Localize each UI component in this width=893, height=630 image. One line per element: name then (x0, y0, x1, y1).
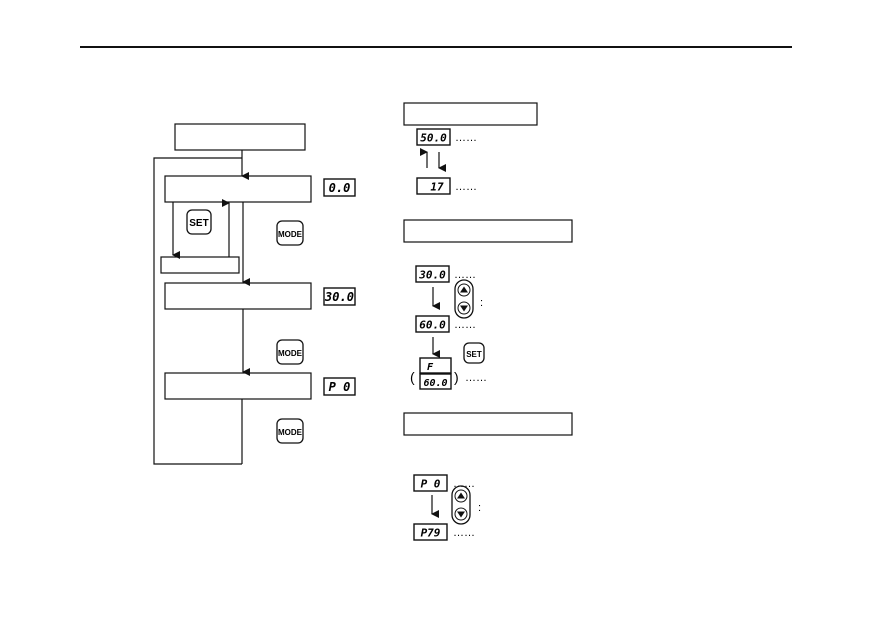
set-key[interactable]: SET (186, 209, 212, 235)
flow-box-2 (164, 282, 312, 310)
svg-text:P79: P79 (421, 527, 441, 540)
section-box-1 (403, 102, 538, 126)
lcd-r2-stack: F 60.0 (419, 357, 452, 390)
section-box-2 (403, 219, 573, 243)
colon: : (480, 297, 483, 309)
svg-text:30.0: 30.0 (418, 269, 446, 282)
section-box-3 (403, 412, 573, 436)
set-key-2[interactable]: SET (463, 342, 485, 364)
lcd-r2-top: 30.0 (415, 265, 450, 283)
lcd-r1-top: 50.0 (416, 128, 451, 146)
svg-text:50.0: 50.0 (420, 132, 447, 145)
dots: …… (455, 132, 477, 144)
flow-box-start (174, 123, 306, 151)
dots: …… (454, 319, 476, 331)
lcd-left-mid: 30.0 (323, 287, 356, 306)
up-down-key-icon[interactable] (451, 485, 471, 525)
mode-key-label: MODE (278, 428, 303, 437)
mode-key-label: MODE (278, 230, 303, 239)
paren-close: ) (454, 369, 459, 385)
mode-key-2[interactable]: MODE (276, 339, 304, 365)
flow-box-3 (164, 372, 312, 400)
dots: …… (453, 478, 475, 490)
mode-key-label: MODE (278, 349, 303, 358)
flow-box-sub (160, 256, 240, 274)
loop-line (153, 157, 242, 465)
lcd-left-bot: P 0 (323, 377, 356, 396)
svg-text:60.0: 60.0 (423, 378, 447, 389)
set-key-label: SET (466, 350, 482, 359)
svg-text:17: 17 (430, 181, 444, 194)
dots: …… (454, 269, 476, 281)
dots: …… (453, 527, 475, 539)
mode-key-3[interactable]: MODE (276, 418, 304, 444)
svg-text:P 0: P 0 (421, 478, 441, 491)
lcd-r1-bot: 17 (416, 177, 451, 195)
dots: …… (455, 181, 477, 193)
lcd-r3-bot: P79 (413, 523, 448, 541)
up-down-key-icon[interactable] (454, 279, 474, 319)
svg-text:60.0: 60.0 (419, 319, 446, 332)
svg-text:P 0: P 0 (329, 380, 351, 394)
dots: …… (465, 372, 487, 384)
set-key-label: SET (189, 218, 208, 229)
flow-box-1 (164, 175, 312, 203)
lcd-r2-mid: 60.0 (415, 315, 450, 333)
colon: : (478, 502, 481, 514)
lcd-left-top: 0.0 (323, 178, 356, 197)
paren-open: ( (410, 369, 415, 385)
svg-text:0.0: 0.0 (329, 181, 351, 195)
svg-text:F: F (427, 362, 434, 373)
svg-text:30.0: 30.0 (324, 290, 354, 304)
lcd-r3-top: P 0 (413, 474, 448, 492)
mode-key-1[interactable]: MODE (276, 220, 304, 246)
